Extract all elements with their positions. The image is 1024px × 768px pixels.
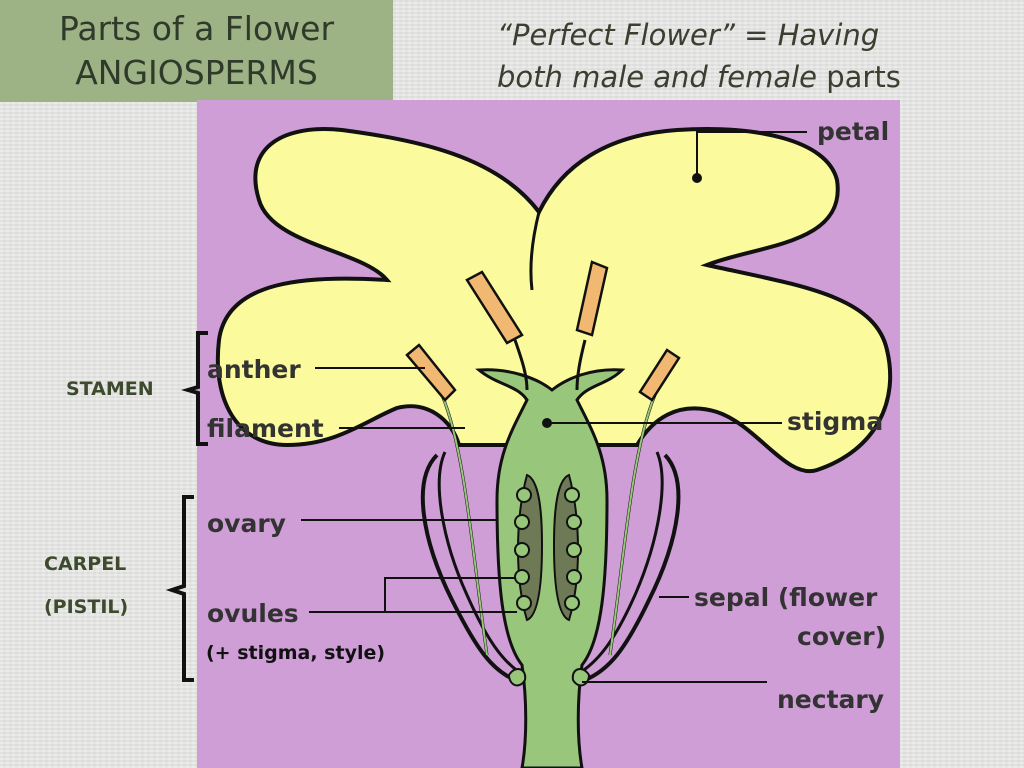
ovule xyxy=(566,542,582,558)
label-ovules: ovules xyxy=(207,599,299,628)
nectary-left xyxy=(507,668,527,687)
anthers xyxy=(405,260,681,402)
ovule xyxy=(566,569,582,585)
petal-shape xyxy=(215,127,893,474)
filament xyxy=(513,339,529,391)
filament xyxy=(575,339,587,391)
anther xyxy=(405,343,457,402)
flower-diagram: petal anther filament stigma ovary ovule… xyxy=(197,100,900,768)
label-anther: anther xyxy=(207,355,301,384)
ovule xyxy=(564,595,580,611)
anther xyxy=(638,348,681,402)
subtitle-line-2-italic: both male and female xyxy=(497,60,818,94)
subtitle: “Perfect Flower” = Having both male and … xyxy=(497,14,1017,98)
ovule xyxy=(516,595,532,611)
stigma-leader-dot xyxy=(542,418,552,428)
label-sepal-line-1: sepal (flower xyxy=(694,583,878,612)
title-line-1: Parts of a Flower xyxy=(58,9,335,48)
petal-crease xyxy=(529,211,541,291)
carpel-label: CARPEL xyxy=(44,553,127,575)
petal-leader xyxy=(696,131,807,178)
anther xyxy=(465,270,524,345)
petal-leader-dot xyxy=(692,173,702,183)
carpel-bracket xyxy=(165,495,194,682)
label-filament: filament xyxy=(207,414,324,443)
sepal-left-inner xyxy=(437,451,520,674)
anther xyxy=(575,260,609,337)
label-stigma: stigma xyxy=(787,407,883,436)
carpel-note: (+ stigma, style) xyxy=(206,642,386,664)
sepal-right-inner xyxy=(580,451,664,674)
sepal-left xyxy=(420,453,516,682)
filaments-fill xyxy=(441,394,656,656)
label-ovary: ovary xyxy=(207,509,286,538)
ovule xyxy=(566,514,582,530)
stamen-bracket xyxy=(181,331,208,446)
ovules-leader xyxy=(309,577,517,613)
ovule xyxy=(514,514,530,530)
subtitle-line-1: “Perfect Flower” = Having xyxy=(497,18,880,52)
label-petal: petal xyxy=(817,117,889,146)
title-line-2: ANGIOSPERMS xyxy=(75,53,318,92)
leader-lines xyxy=(301,131,807,683)
label-sepal-line-2: cover) xyxy=(797,622,886,651)
ovule xyxy=(514,542,530,558)
ovule xyxy=(516,487,532,503)
pistil-label: (PISTIL) xyxy=(44,596,129,618)
subtitle-line-2-rest: parts xyxy=(817,60,901,94)
ovule xyxy=(564,487,580,503)
label-nectary: nectary xyxy=(777,685,884,714)
subtitle-line-2: both male and female parts xyxy=(497,56,1017,98)
title-box: Parts of a Flower ANGIOSPERMS xyxy=(0,0,393,102)
sepal-right xyxy=(584,453,681,682)
stamen-label: STAMEN xyxy=(66,378,154,400)
